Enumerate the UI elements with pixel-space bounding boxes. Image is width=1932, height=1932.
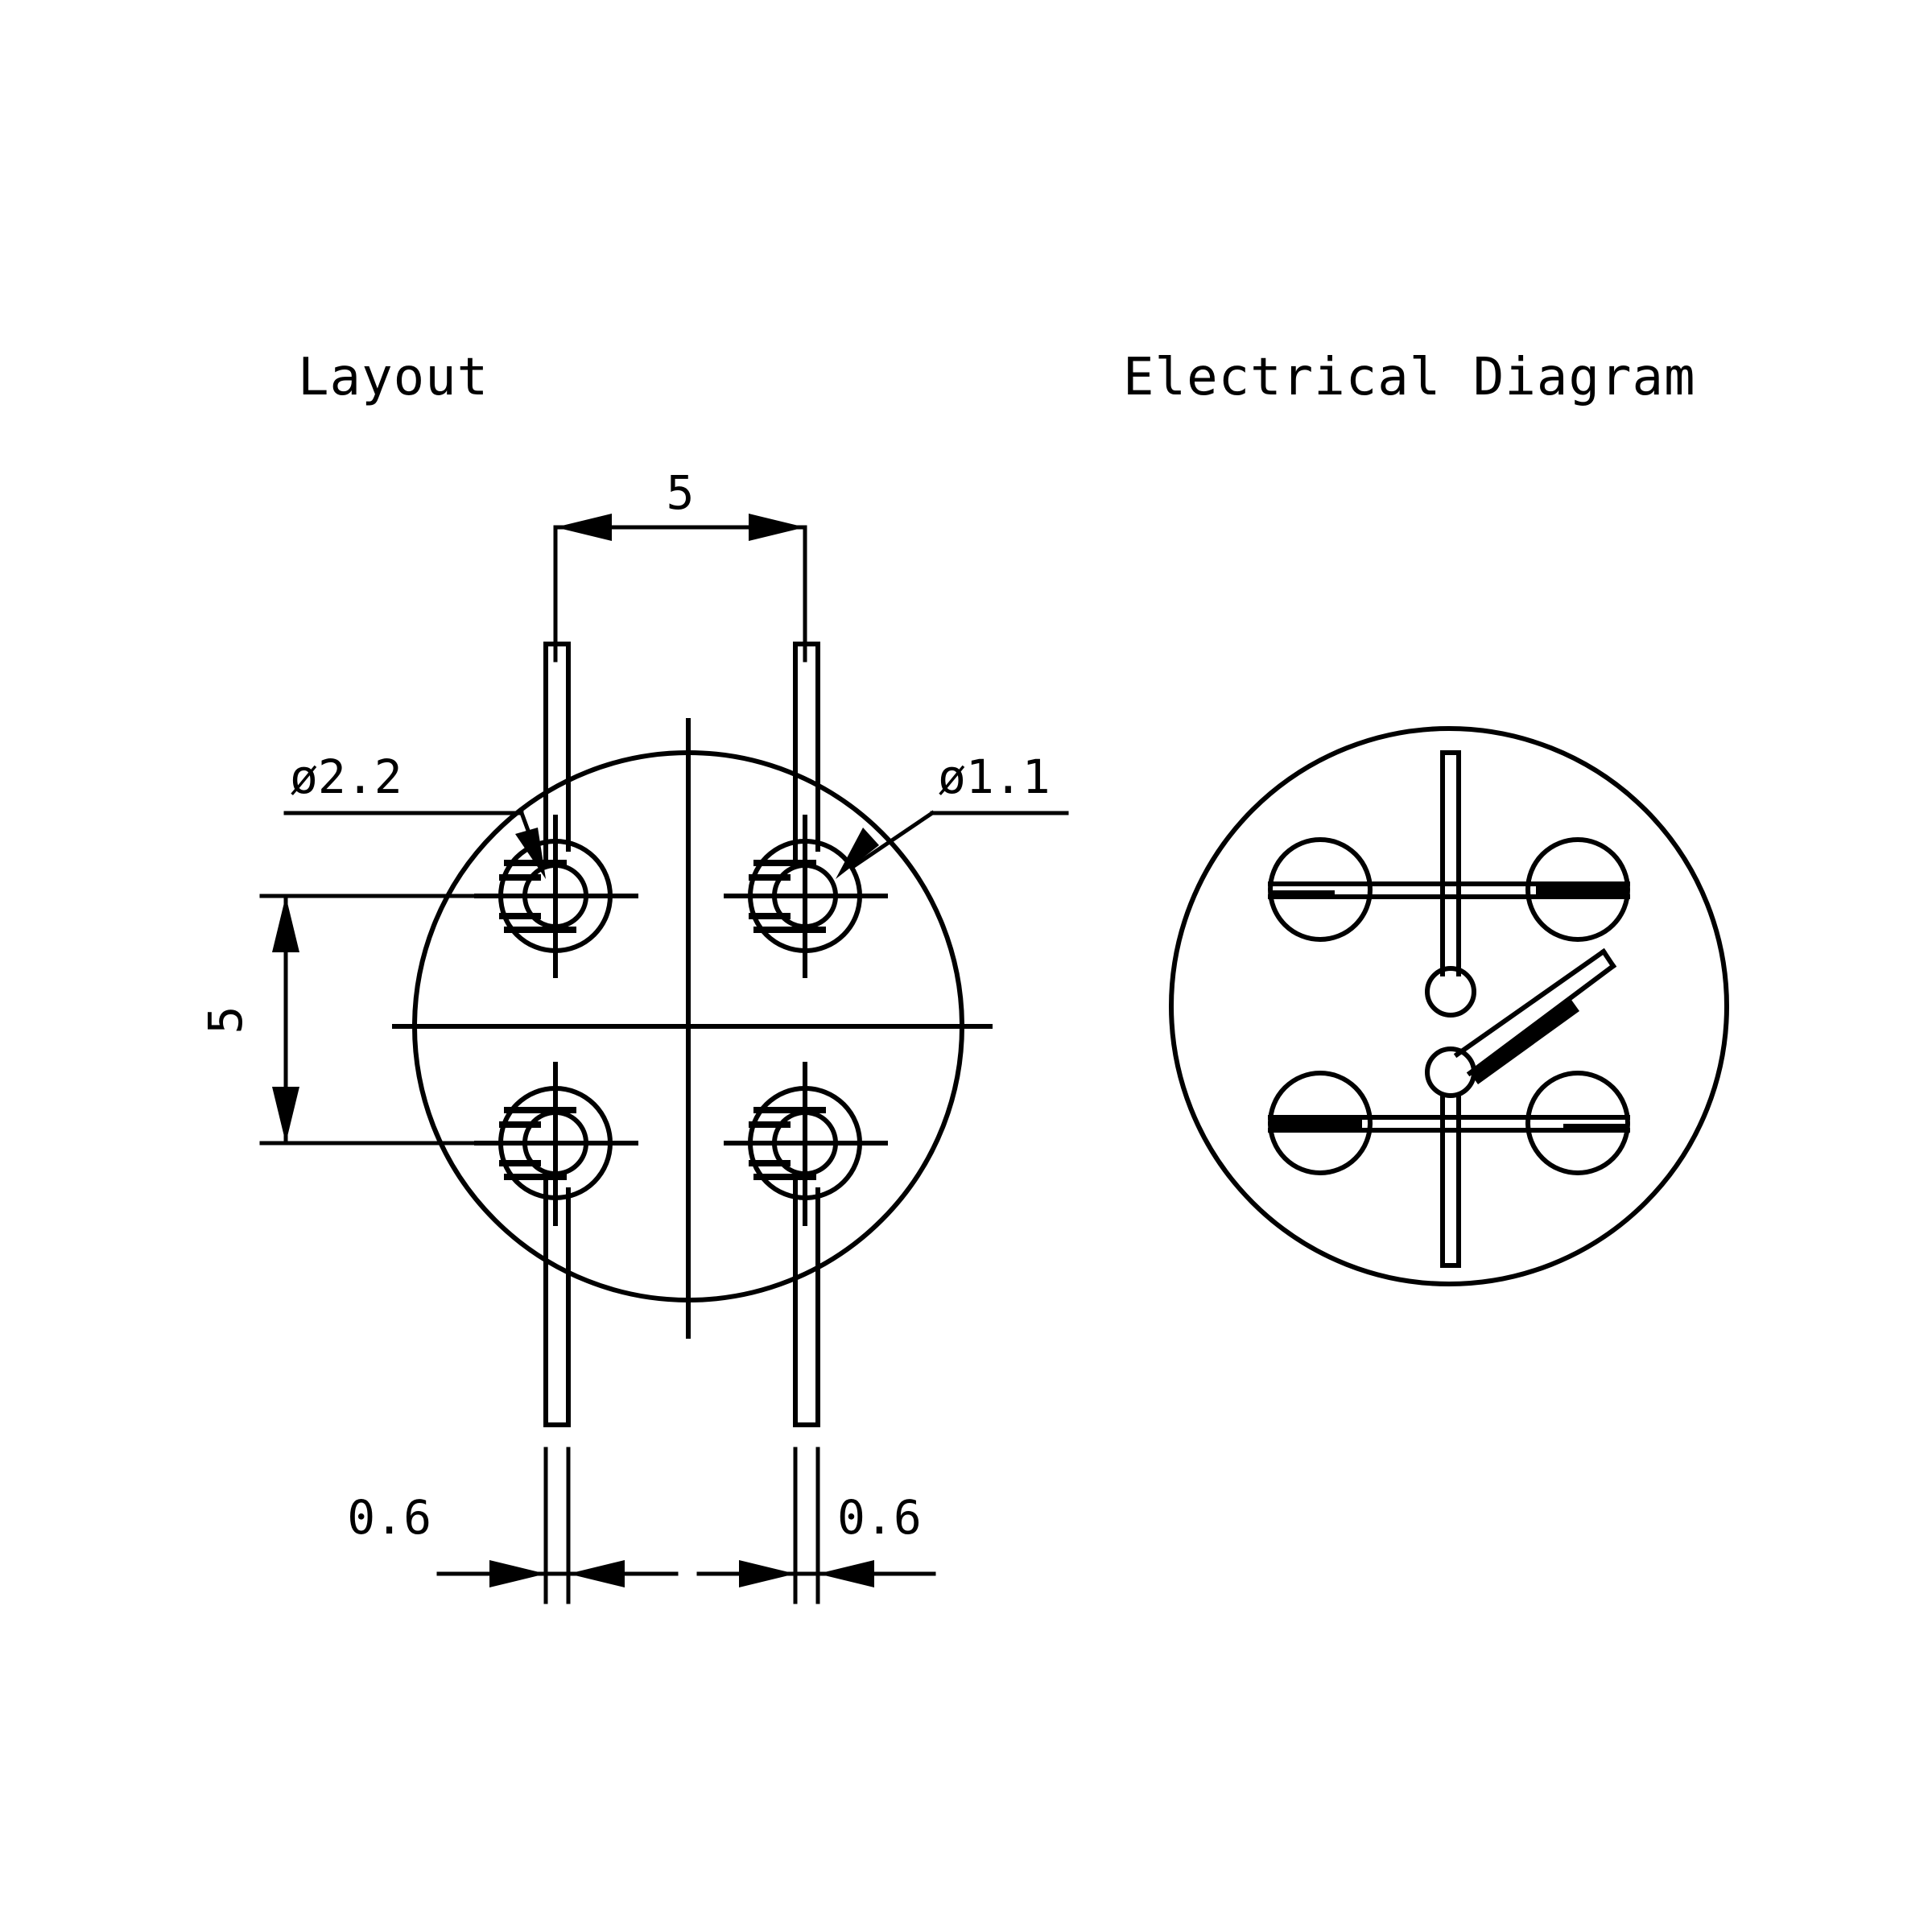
horizontal-pitch-dimension: 5 bbox=[553, 465, 807, 663]
dim-arrow-bottom bbox=[272, 1087, 299, 1143]
terminal-top-left bbox=[1268, 837, 1373, 942]
callout-outer-diameter: ø2.2 bbox=[283, 749, 546, 879]
lead-bottom-left bbox=[543, 1177, 571, 1427]
lead-dim-arrow-right-a bbox=[739, 1560, 795, 1587]
lead-dim-arrow-left-b bbox=[568, 1560, 625, 1587]
callout-label-inner-diameter: ø1.1 bbox=[938, 749, 1051, 804]
contact-fill-top-right bbox=[1536, 884, 1628, 898]
lead-bottom-right bbox=[793, 1177, 820, 1427]
layout-view-group: 5 5 bbox=[198, 465, 1069, 1604]
lead-width-label-left: 0.6 bbox=[347, 1490, 431, 1545]
callout-leader-line-right bbox=[852, 810, 935, 869]
callout-arrow-right bbox=[836, 828, 879, 879]
layout-view-title: Layout bbox=[298, 348, 489, 407]
lead-width-dimension-right: 0.6 bbox=[696, 1447, 936, 1604]
fixed-contact-bead-top bbox=[1425, 966, 1476, 1018]
dim-arrow-top bbox=[272, 896, 299, 952]
contact-fill-bottom-left bbox=[1270, 1117, 1362, 1131]
contact-fill-top-left bbox=[1270, 890, 1335, 898]
switch-contact-arm bbox=[1453, 947, 1617, 1084]
switch-arm-tip-cap bbox=[1600, 947, 1617, 970]
switch-arm-shading bbox=[1470, 1000, 1579, 1084]
pin-leads-upper bbox=[543, 642, 820, 864]
dim-arrow-left bbox=[555, 514, 612, 541]
dim-label-horizontal-pitch: 5 bbox=[667, 465, 695, 520]
lead-top-right bbox=[793, 642, 820, 864]
lead-dim-arrow-left-a bbox=[489, 1560, 546, 1587]
callout-arrow-left bbox=[515, 828, 546, 879]
callout-inner-diameter: ø1.1 bbox=[836, 749, 1069, 879]
electrical-view-title: Electrical Diagram bbox=[1123, 348, 1696, 407]
switch-arm-edge-upper bbox=[1453, 947, 1608, 1059]
terminal-bottom-right bbox=[1525, 1071, 1630, 1175]
electrical-diagram-group bbox=[1169, 726, 1729, 1286]
lead-top-left bbox=[543, 642, 571, 864]
pin-bottom-left bbox=[474, 1062, 638, 1226]
contact-fill-bottom-right bbox=[1563, 1124, 1628, 1131]
lead-width-label-right: 0.6 bbox=[837, 1490, 922, 1545]
callout-label-outer-diameter: ø2.2 bbox=[290, 749, 402, 804]
dim-label-vertical-pitch: 5 bbox=[198, 1006, 253, 1034]
lead-width-dimension-left: 0.6 bbox=[347, 1447, 679, 1604]
dim-arrow-right bbox=[749, 514, 805, 541]
electrical-body-circle bbox=[1169, 726, 1729, 1286]
pin-leads-lower bbox=[543, 1177, 820, 1427]
lead-dim-arrow-right-b bbox=[818, 1560, 874, 1587]
pin-top-right bbox=[724, 815, 888, 978]
switch-arm-edge-lower bbox=[1466, 962, 1617, 1077]
pin-bottom-right bbox=[724, 1062, 888, 1226]
